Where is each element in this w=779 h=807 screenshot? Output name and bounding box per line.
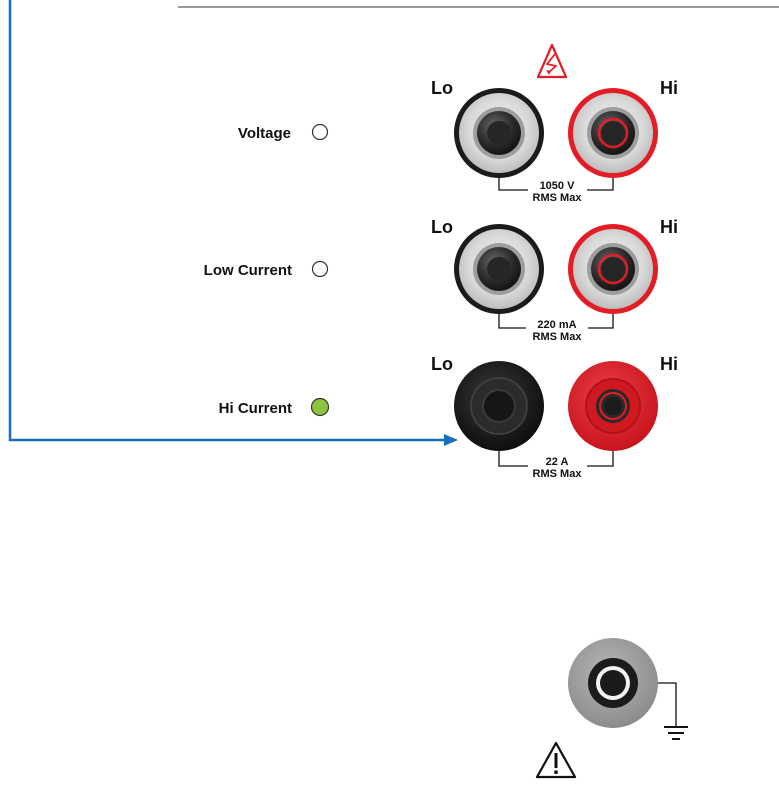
chassis-ground-symbol-icon [664, 726, 688, 740]
rating-voltage-line2: RMS Max [533, 192, 583, 204]
voltage-input-row: Voltage Lo Hi 1050 V RMS Max [238, 78, 678, 204]
lo-label-voltage: Lo [431, 78, 453, 98]
lo-terminal-hi-current[interactable] [454, 361, 544, 451]
indicator-low-current [311, 260, 329, 278]
rating-low-current-line2: RMS Max [533, 331, 583, 343]
rating-bracket-hi-current [498, 451, 528, 467]
input-label-hi-current: Hi Current [219, 400, 292, 417]
rating-bracket-hi-current-right [587, 451, 614, 467]
lo-label-hi-current: Lo [431, 354, 453, 374]
lo-terminal-voltage[interactable] [454, 88, 544, 178]
rating-low-current-line1: 220 mA [537, 319, 576, 331]
rating-bracket-voltage [498, 178, 528, 191]
indicator-hi-current [310, 397, 330, 417]
high-voltage-warning-triangle-icon [536, 43, 568, 79]
hi-terminal-voltage[interactable] [568, 88, 658, 178]
rating-hi-current-line2: RMS Max [533, 468, 583, 480]
hi-label-hi-current: Hi [660, 354, 678, 374]
exclamation-warning-triangle-icon [535, 741, 577, 779]
lo-label-low-current: Lo [431, 217, 453, 237]
ground-lead-line [658, 682, 677, 726]
low-current-input-row: Low Current Lo Hi 220 mA RMS Max [204, 217, 678, 343]
rating-voltage-line1: 1050 V [540, 180, 576, 192]
rating-bracket-low-current [498, 314, 526, 329]
input-label-voltage: Voltage [238, 125, 291, 142]
hi-label-voltage: Hi [660, 78, 678, 98]
ground-terminal[interactable] [568, 638, 658, 728]
pointer-line [8, 0, 444, 442]
hi-terminal-low-current[interactable] [568, 224, 658, 314]
rating-hi-current-line1: 22 A [546, 456, 569, 468]
input-label-low-current: Low Current [204, 262, 292, 279]
indicator-voltage [311, 123, 329, 141]
lo-terminal-low-current[interactable] [454, 224, 544, 314]
rating-bracket-voltage-right [587, 178, 614, 191]
hi-terminal-hi-current[interactable] [568, 361, 658, 451]
pointer-arrowhead [444, 434, 458, 446]
rating-bracket-low-current-right [588, 314, 614, 329]
hi-label-low-current: Hi [660, 217, 678, 237]
hi-current-input-row: Hi Current Lo Hi 22 A RMS Max [219, 354, 678, 480]
